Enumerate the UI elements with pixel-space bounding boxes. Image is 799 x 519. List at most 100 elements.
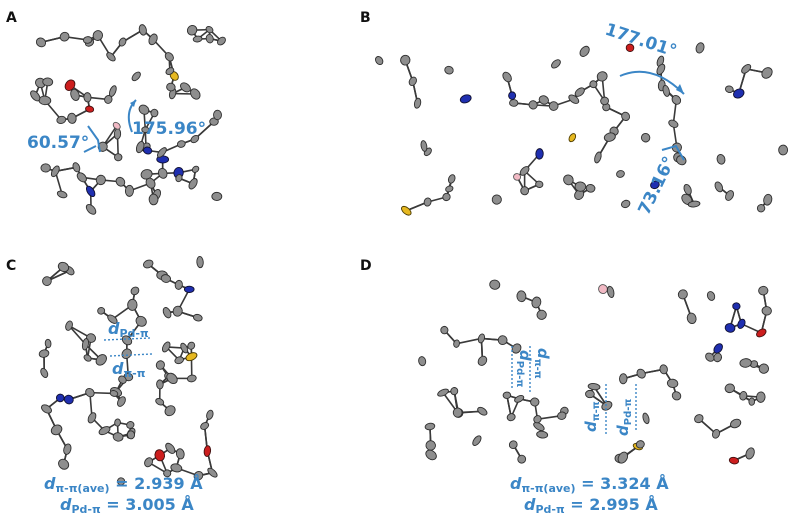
atom [205,33,214,44]
atom [589,80,598,89]
atom [174,279,183,290]
panel-letter-b: B [360,10,371,26]
atom [190,88,201,100]
atom [124,184,134,197]
atom [59,31,70,42]
atom [164,52,174,62]
angle-label-b1: 177.01° [602,20,679,62]
atom [620,199,631,209]
atom [694,414,704,424]
angle-label-a1: 60.57° [27,133,89,153]
atom [603,132,616,142]
atom [502,71,512,83]
atom [600,96,609,106]
panel-b: B 177.01° 73.16° [360,10,789,218]
panel-letter-d: D [360,258,372,274]
atom [185,352,198,362]
atom [606,285,615,299]
atom [477,355,488,366]
atom [491,194,502,205]
atom [520,186,530,196]
atom [148,33,158,46]
atom [601,400,613,411]
atom [453,339,460,348]
atom [635,440,645,449]
atom [711,428,721,439]
atom [514,394,525,403]
atom [161,341,171,353]
atom [713,352,722,363]
atom [76,172,87,183]
atom [585,389,595,399]
atom [165,442,176,454]
atom [42,77,54,87]
atom [533,421,545,432]
atom [42,276,52,287]
atom [509,99,519,107]
atom [155,360,165,370]
atom [756,328,767,338]
atom [58,458,70,470]
atom [211,191,223,201]
atom [477,333,486,344]
atom [585,184,596,193]
atom [420,140,428,152]
atom [162,307,172,319]
atom [508,91,517,100]
panel-a: A 60.57° 175.96° [6,10,226,215]
atom [659,364,668,375]
panel-c: C dPd-π dπ-π dπ-π(ave) = 2.939 Å dPd-π =… [6,256,218,516]
distance-label-c-pd: dPd-π [108,319,149,340]
atom [450,387,459,396]
atom [557,411,567,420]
atom [732,302,741,311]
atom [687,200,701,208]
atom [83,92,92,103]
atom [191,165,200,173]
atom [408,76,417,87]
atom [30,90,41,102]
atom [83,354,92,362]
atom [375,56,384,66]
atom [650,180,660,190]
atom [92,30,104,41]
atom [756,391,766,403]
atom [506,413,516,422]
atom [106,52,116,62]
atom [400,54,411,66]
molecule-c [38,256,218,486]
atom [85,105,95,113]
atom [190,134,200,144]
atom [130,286,140,296]
atom [166,372,178,385]
atom [118,375,127,384]
atom [745,447,755,460]
atom [568,133,577,143]
atom [725,190,734,201]
atom [551,59,561,69]
atom [172,305,183,317]
atom [737,318,746,329]
atom [761,306,772,316]
atom [115,176,126,187]
atom [44,338,52,349]
atom [517,454,527,464]
atom [511,343,522,354]
atom [489,279,501,290]
atom [82,36,93,44]
atom [587,383,601,391]
atom [516,290,527,303]
atom [143,146,153,155]
atom [528,100,538,110]
angle-label-b2: 73.16° [635,153,680,218]
atom [160,274,172,283]
atom [112,121,121,130]
atom [206,409,214,420]
distance-label-d-pipi-lower: dπ-π [582,401,602,432]
atom [157,167,168,179]
atom [444,65,454,75]
angle-marker-b2 [661,144,685,161]
atom [713,343,723,354]
atom [616,170,625,178]
atom [536,309,547,320]
